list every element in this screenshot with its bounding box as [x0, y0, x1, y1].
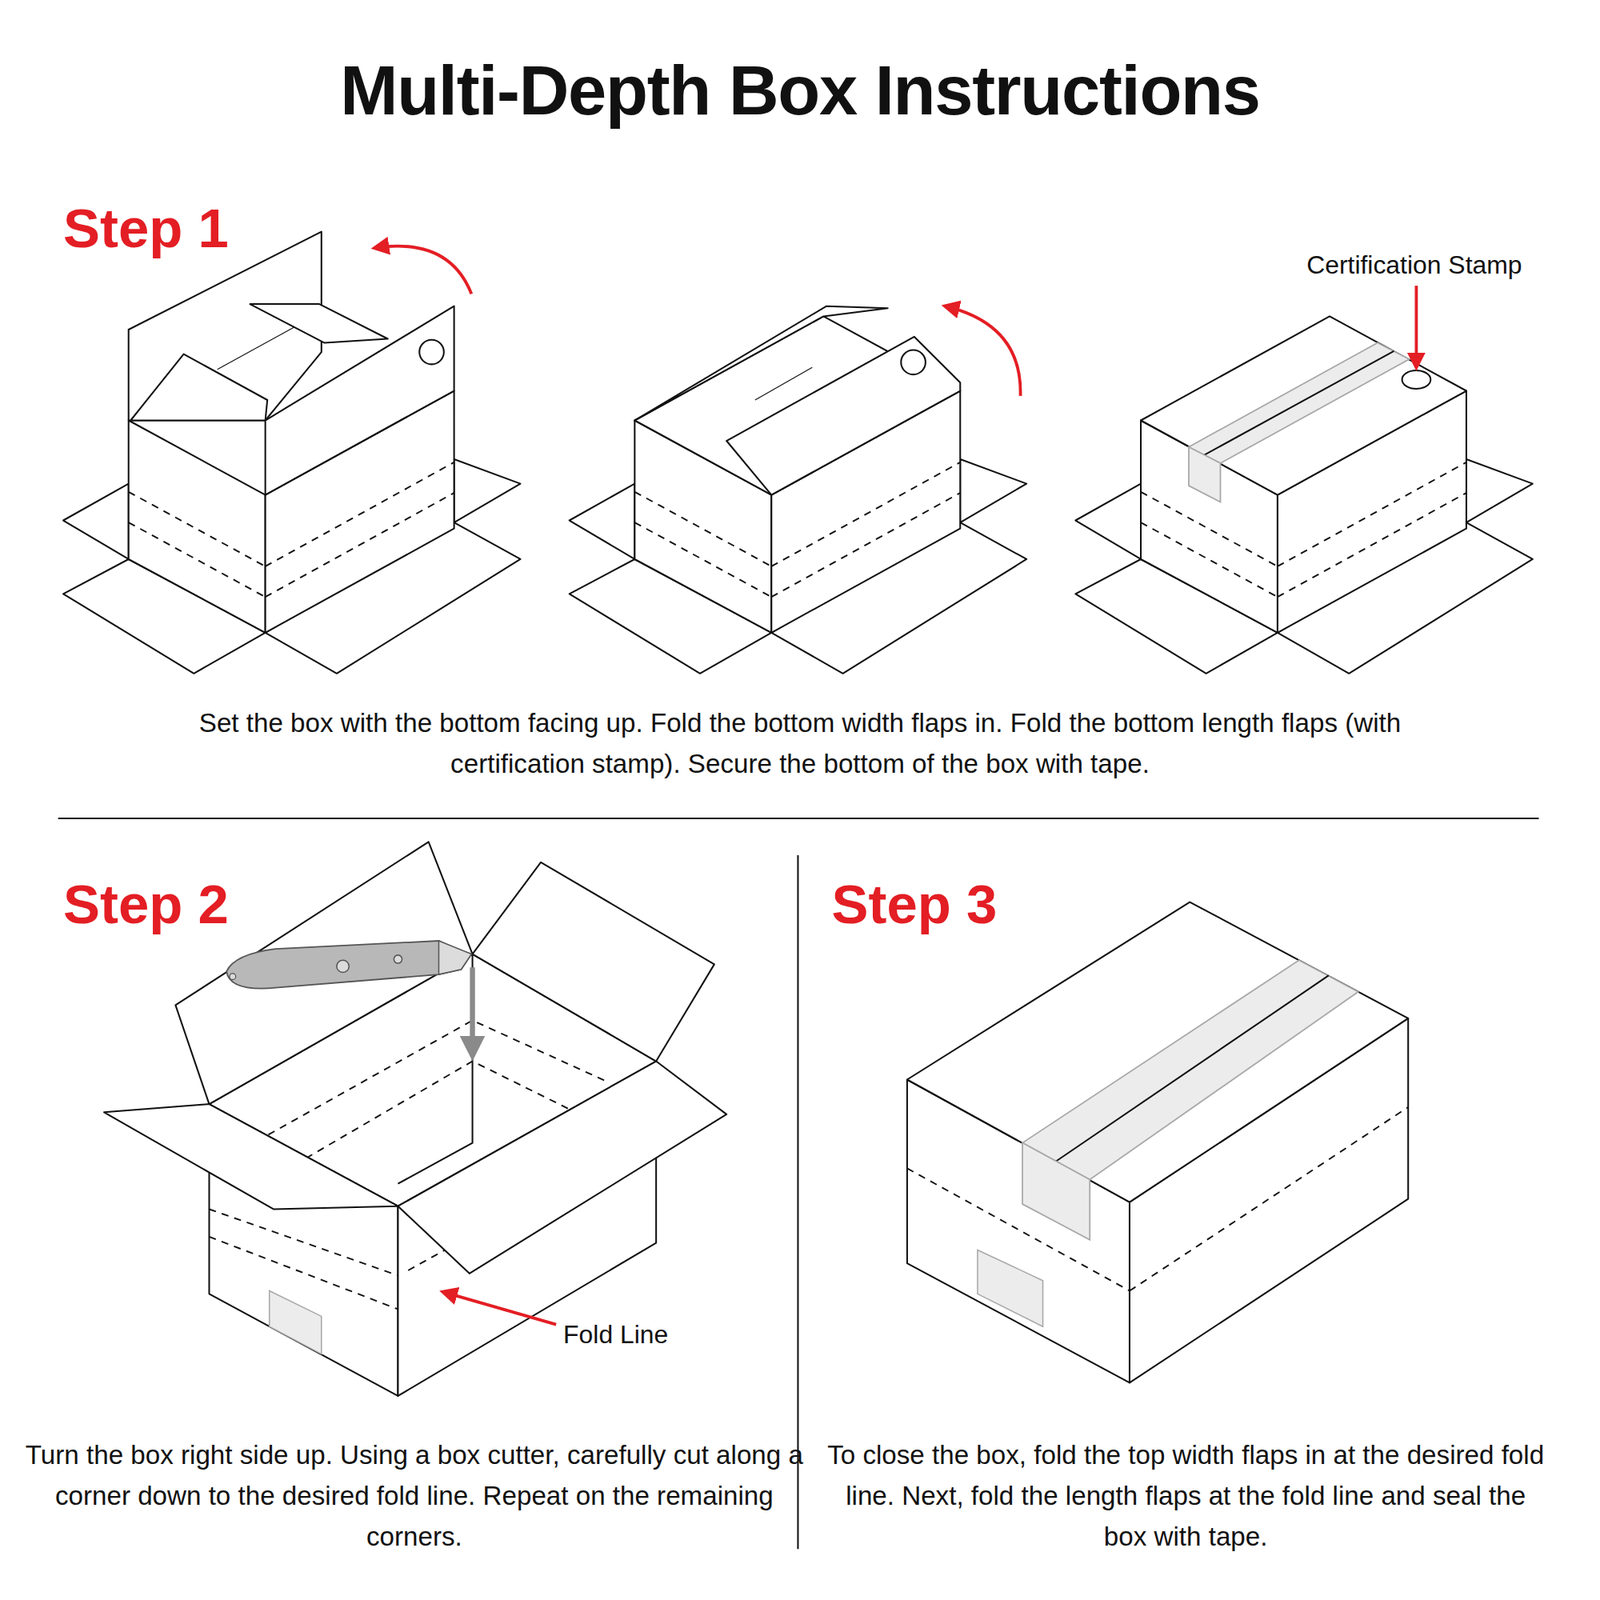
step-heading: Step 1 [63, 185, 472, 270]
fold-line-leader [443, 1292, 557, 1325]
box-cutter [336, 960, 349, 972]
box-cutter [438, 940, 472, 975]
open-box [269, 1291, 322, 1355]
stamp-leader [1414, 285, 1418, 368]
box-flaps-open [130, 354, 268, 421]
open-box [397, 1061, 727, 1274]
box-flaps-open [63, 232, 520, 674]
step-caption: Set the box with the bottom facing up. F… [193, 702, 1406, 784]
box-cutter [469, 967, 475, 1056]
closed-box [977, 1249, 1044, 1327]
open-box [472, 862, 715, 1062]
box-cutter [226, 940, 472, 989]
divider [58, 817, 1540, 820]
box-cutter [229, 973, 236, 980]
open-box [208, 1236, 398, 1310]
box-flaps-folding [569, 306, 1027, 674]
box-flaps-open [419, 340, 444, 365]
box-flaps-folding [634, 316, 960, 495]
box-flaps-folding [755, 367, 812, 400]
box-bottom-taped [1075, 316, 1532, 673]
box-flaps-open [374, 246, 472, 295]
open-box [104, 1104, 398, 1209]
callout-label: Certification Stamp [1261, 244, 1568, 284]
page-title: Multi-Depth Box Instructions [0, 47, 1600, 133]
box-bottom-taped [1188, 447, 1221, 503]
callout-label: Fold Line [563, 1314, 768, 1353]
step-heading: Step 3 [832, 862, 1240, 947]
box-flaps-folding [900, 349, 926, 375]
step-heading: Step 2 [63, 862, 472, 947]
box-bottom-taped [1402, 370, 1432, 389]
box-flaps-open [265, 391, 455, 496]
step-caption: To close the box, fold the top width fla… [822, 1434, 1549, 1557]
step-caption: Turn the box right side up. Using a box … [24, 1434, 804, 1557]
fold-arrow [944, 306, 1020, 396]
closed-box [907, 902, 1408, 1384]
box-cutter [393, 955, 402, 964]
box-flaps-open [265, 306, 455, 496]
box-bottom-taped [1188, 343, 1410, 464]
closed-box [1056, 975, 1329, 1161]
box-flaps-folding [726, 336, 960, 496]
closed-box [1129, 1107, 1408, 1292]
box-cutter [226, 940, 472, 1056]
box-bottom-taped [1204, 351, 1394, 456]
closed-box [1022, 1143, 1090, 1240]
closed-box [1022, 960, 1359, 1180]
open-box [208, 1208, 398, 1276]
box-flaps-open [249, 304, 388, 343]
